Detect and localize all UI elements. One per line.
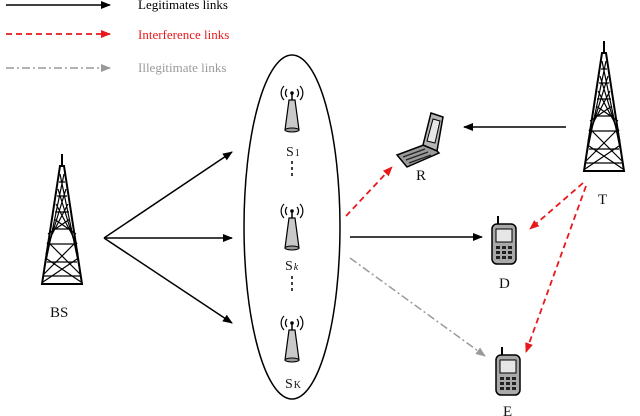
- link-t-to-e-interference: [525, 185, 587, 353]
- relay-s1: S1: [280, 85, 304, 160]
- relay-s1-antenna-icon: [280, 85, 304, 133]
- user-d: D: [491, 215, 517, 292]
- user-e: E: [495, 346, 521, 416]
- link-bs-lower: [103, 237, 233, 324]
- legend-label-interference: Interference links: [138, 27, 229, 42]
- user-r: R: [396, 112, 444, 184]
- relay-sK-label: SK: [285, 377, 302, 392]
- d-label: D: [499, 276, 510, 292]
- bs-links: [103, 151, 233, 324]
- legend-item-illegitimate: Illegitimate links: [6, 60, 226, 75]
- link-bs-upper: [103, 151, 233, 239]
- link-relay-to-e-illegitimate: [349, 257, 486, 357]
- e-mobile-phone-icon: [495, 346, 521, 396]
- relay-sK-antenna-icon: [280, 315, 304, 363]
- e-label: E: [503, 404, 512, 416]
- d-mobile-phone-icon: [491, 215, 517, 265]
- relay-sK: SK: [280, 315, 304, 392]
- legend-label-illegitimate: Illegitimate links: [138, 60, 226, 75]
- r-flip-phone-icon: [396, 112, 444, 168]
- t-label: T: [598, 192, 607, 208]
- relay-s1-label: S1: [286, 145, 300, 160]
- r-label: R: [416, 168, 426, 184]
- t-tower-icon: [583, 40, 625, 172]
- link-relay-to-r-interference: [345, 166, 393, 217]
- legend-item-legitimate: Legitimates links: [6, 0, 228, 12]
- bs-label: BS: [50, 305, 68, 321]
- legend: Legitimates links Interference links Ill…: [6, 0, 229, 75]
- legend-label-legitimate: Legitimates links: [138, 0, 228, 12]
- legend-item-interference: Interference links: [6, 27, 229, 42]
- relay-cluster-ellipse: [243, 54, 341, 400]
- relay-sk-label: Sk: [285, 259, 299, 274]
- bs-tower-icon: [41, 153, 83, 285]
- relay-sk-antenna-icon: [280, 203, 304, 251]
- relay-sk: Sk: [280, 203, 304, 274]
- link-t-to-d-interference: [529, 182, 584, 230]
